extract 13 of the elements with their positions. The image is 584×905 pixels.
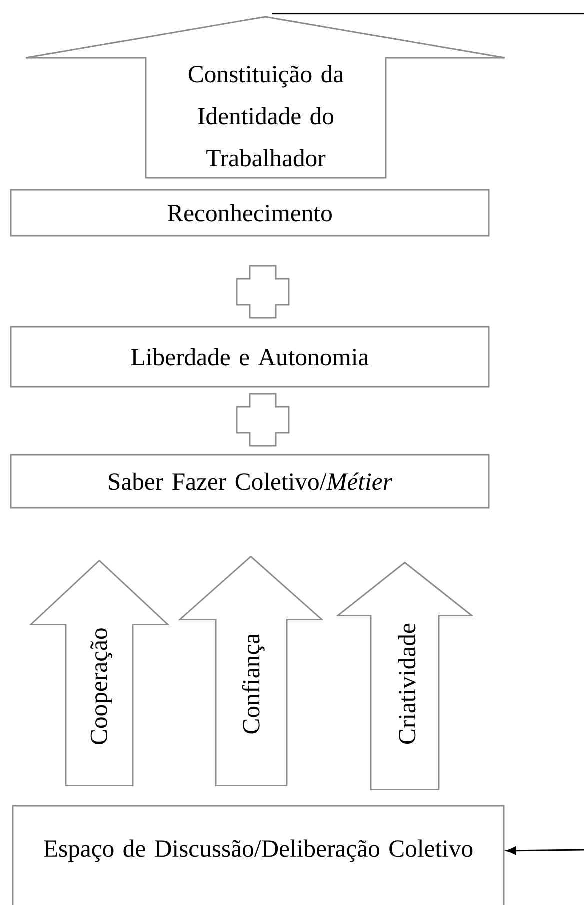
text-box: Espaço de Discussão/Deliberação Coletivo <box>12 805 505 905</box>
arrow <box>506 846 584 855</box>
edge-label: Criatividade <box>398 624 416 744</box>
edge-label: Cooperação <box>90 628 112 744</box>
block-arrow <box>178 556 324 786</box>
text-box: Saber Fazer Coletivo/Métier <box>10 454 490 509</box>
block-arrow <box>336 562 474 790</box>
plus-sign <box>236 265 290 319</box>
block-arrow <box>29 560 170 786</box>
text-box: Liberdade e Autonomia <box>10 326 490 388</box>
edge-label: Confiança <box>242 634 265 734</box>
plus-sign <box>236 393 290 447</box>
text-box: Reconhecimento <box>10 189 490 237</box>
